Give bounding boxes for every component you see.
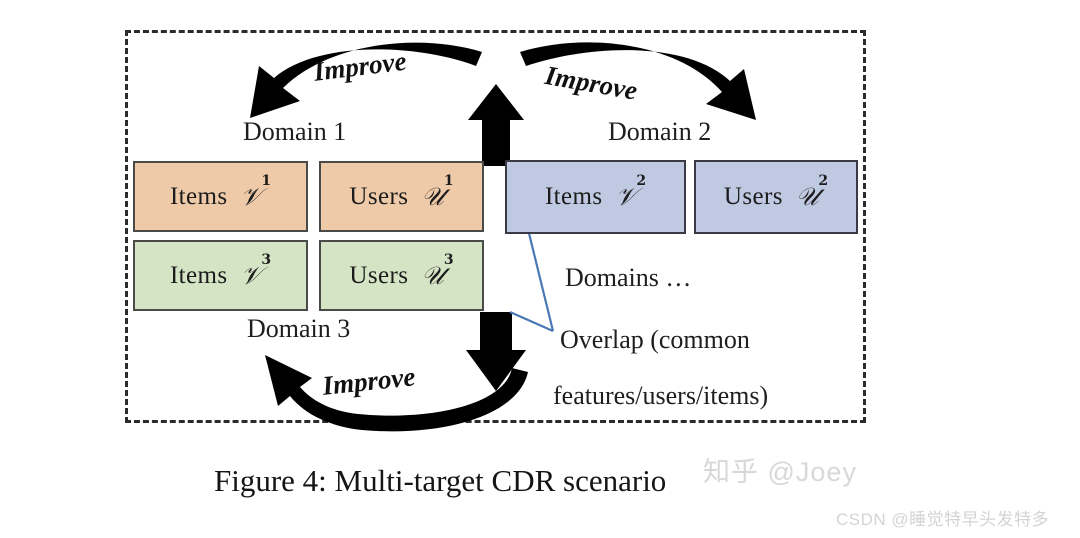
box-items-v3-label: Items [169,261,228,289]
box-users-u3: Users 𝒰3 [319,240,484,311]
box-items-v1-label: Items [169,182,228,210]
box-users-u1-symbol: 𝒰1 [421,172,454,211]
box-items-v1: Items 𝒱1 [133,161,308,232]
box-users-u2-symbol: 𝒰2 [795,173,829,211]
domain-3-label: Domain 3 [247,314,351,343]
box-users-u2: Users 𝒰2 [694,160,858,234]
overlap-annotation-line2: features/users/items) [553,381,769,410]
box-items-v2: Items 𝒱2 [505,160,686,234]
overlap-annotation-line1: Overlap (common [560,325,750,354]
figure-caption: Figure 4: Multi-target CDR scenario [214,463,667,498]
box-items-v2-label: Items [544,183,603,210]
box-items-v2-symbol: 𝒱2 [615,173,647,211]
domain-1-label: Domain 1 [243,117,347,146]
box-items-v1-symbol: 𝒱1 [240,172,272,211]
box-users-u1-label: Users [349,182,409,210]
box-users-u1: Users 𝒰1 [319,161,484,232]
more-domains-label: Domains … [565,263,692,292]
zhihu-watermark: 知乎 @Joey [703,457,857,487]
box-users-u3-symbol: 𝒰3 [421,251,454,290]
box-users-u3-label: Users [349,261,409,289]
csdn-watermark: CSDN @睡觉特早头发特多 [836,510,1050,529]
box-items-v3: Items 𝒱3 [133,240,308,311]
box-users-u2-label: Users [723,183,783,210]
box-items-v3-symbol: 𝒱3 [240,251,272,290]
domain-2-label: Domain 2 [608,117,712,146]
